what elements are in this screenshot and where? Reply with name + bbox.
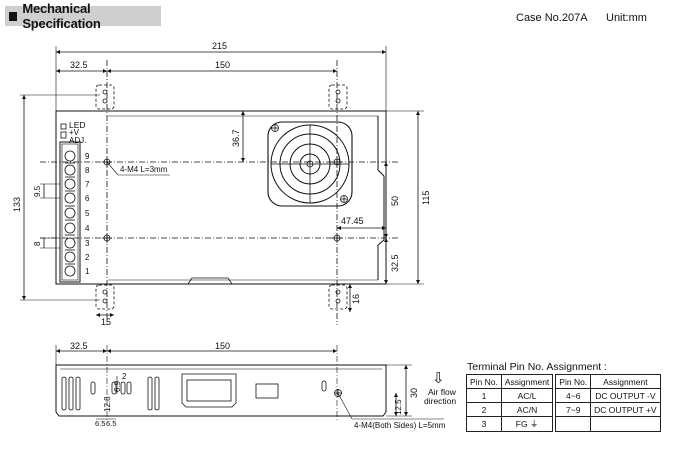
terminal-label: 7 bbox=[85, 180, 90, 189]
dim-8: 8 bbox=[33, 241, 42, 246]
table-cell bbox=[590, 416, 661, 432]
side-dim-12-5: 12.5 bbox=[394, 399, 403, 415]
dim-fan-side: 50 bbox=[390, 196, 400, 206]
top-view bbox=[20, 46, 424, 325]
dim-fan-top: 36.7 bbox=[231, 129, 241, 147]
table-row: 1 AC/L 4~6 DC OUTPUT -V bbox=[466, 388, 661, 403]
led-label: LED bbox=[69, 120, 86, 130]
page-title: Mechanical Specification bbox=[22, 1, 101, 31]
dim-right-height: 115 bbox=[421, 191, 431, 205]
table-cell: 7~9 bbox=[555, 402, 592, 417]
table-cell: 2 bbox=[466, 402, 502, 417]
col-header: Assignment bbox=[500, 374, 554, 389]
table-header-row: Pin No. Assignment Pin No. Assignment bbox=[466, 374, 661, 389]
table-cell: 3 bbox=[466, 416, 502, 432]
dim-32-5-right: 32.5 bbox=[390, 254, 400, 272]
table-cell: 1 bbox=[466, 388, 502, 403]
table-cell: DC OUTPUT -V bbox=[590, 388, 661, 403]
terminal-label: 5 bbox=[85, 209, 90, 218]
side-view bbox=[55, 345, 444, 420]
unit-label: Unit:mm bbox=[606, 12, 647, 24]
side-dim-2: 2 bbox=[122, 372, 127, 381]
terminal-block bbox=[59, 141, 81, 283]
terminal-label: 9 bbox=[85, 152, 90, 161]
col-header: Pin No. bbox=[555, 374, 592, 389]
terminal-label: 8 bbox=[85, 166, 90, 175]
pin-assignment-table: Pin No. Assignment Pin No. Assignment 1 … bbox=[466, 374, 661, 432]
side-dim-6-5b: 6.5 bbox=[106, 419, 116, 428]
col-header: Assignment bbox=[590, 374, 661, 389]
terminal-label: 2 bbox=[85, 253, 90, 262]
fan-outline bbox=[267, 121, 353, 207]
dim-overall-width: 215 bbox=[212, 41, 227, 51]
table-cell: 4~6 bbox=[555, 388, 592, 403]
side-dim-30: 30 bbox=[409, 388, 419, 398]
dim-height: 133 bbox=[12, 197, 22, 212]
side-dim-6-5a: 6.5 bbox=[95, 419, 105, 428]
side-screw-note: 4-M4(Both Sides) L=5mm bbox=[354, 421, 446, 430]
col-header: Pin No. bbox=[466, 374, 502, 389]
airflow-label-1: Air flow bbox=[428, 387, 457, 397]
dim-hole-spacing: 150 bbox=[215, 60, 230, 70]
table-cell: DC OUTPUT +V bbox=[590, 402, 661, 417]
table-row: 2 AC/N 7~9 DC OUTPUT +V bbox=[466, 402, 661, 417]
case-number: Case No.207A bbox=[516, 12, 588, 24]
section-header: Mechanical Specification bbox=[5, 1, 161, 31]
table-cell bbox=[555, 416, 592, 432]
table-cell: FG ⏚ bbox=[500, 416, 554, 432]
dim-47-45: 47.45 bbox=[341, 216, 364, 226]
top-view-labels: 215 32.5 150 133 115 36.7 50 47.45 32.5 … bbox=[12, 41, 431, 327]
terminal-label: 3 bbox=[85, 239, 90, 248]
side-dim-6-9: 6.9 bbox=[113, 380, 122, 392]
adj-label: ADJ. bbox=[69, 136, 86, 145]
side-view-labels: 32.5 150 2 6.9 12.8 6.5 6.5 30 12.5 4-M4… bbox=[70, 341, 457, 430]
dim-9-5: 9.5 bbox=[33, 185, 42, 197]
terminal-label: 1 bbox=[85, 267, 90, 276]
dim-bottom-right: 16 bbox=[351, 294, 361, 304]
top-view-outline bbox=[55, 110, 387, 285]
table-row: 3 FG ⏚ bbox=[466, 416, 661, 432]
square-bullet-icon bbox=[9, 11, 18, 21]
side-dim-span: 150 bbox=[215, 341, 230, 351]
airflow-label-2: direction bbox=[424, 396, 456, 406]
dim-bottom-left: 15 bbox=[101, 317, 111, 327]
terminal-label: 4 bbox=[85, 224, 90, 233]
side-dim-12-8: 12.8 bbox=[103, 396, 112, 412]
dim-left-offset: 32.5 bbox=[70, 60, 88, 70]
terminal-label: 6 bbox=[85, 194, 90, 203]
top-screw-note: 4-M4 L=3mm bbox=[120, 165, 168, 174]
v-label: +V bbox=[69, 128, 80, 137]
terminal-screws bbox=[64, 150, 76, 277]
table-cell: AC/N bbox=[500, 402, 554, 417]
table-cell: AC/L bbox=[500, 388, 554, 403]
pin-table-title: Terminal Pin No. Assignment : bbox=[467, 361, 608, 373]
airflow-arrow-icon: ⇩ bbox=[432, 370, 445, 387]
side-dim-left: 32.5 bbox=[70, 341, 88, 351]
